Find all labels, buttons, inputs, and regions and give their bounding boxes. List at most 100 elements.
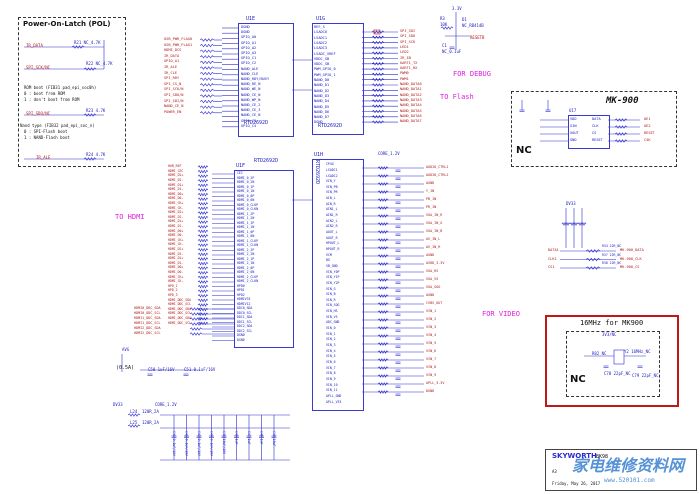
- u1e-pin: NAND_CE_3: [241, 108, 261, 113]
- pol-res-sym-3: [83, 157, 97, 161]
- u1f-series-resistor: [197, 321, 209, 326]
- u1g-ref: U1G: [316, 16, 326, 22]
- u1f-net: HDMI_CK-: [168, 242, 184, 247]
- osc-inner: [566, 331, 660, 397]
- u1g-series-resistor: [371, 88, 385, 93]
- u1h-pin: VIN_4: [326, 348, 336, 353]
- u1f-series-resistor: [197, 234, 209, 238]
- u1f-pin: HDMI_1_0N: [237, 234, 255, 239]
- u1h-pin: VIN_PR: [326, 190, 338, 195]
- u1g-pin: NAND_D0: [314, 78, 330, 82]
- u1g-series-resistor: [371, 51, 385, 55]
- u1f-series-resistor: [197, 247, 209, 252]
- u1f-net: HDMI_D1+: [168, 182, 184, 187]
- label-video: FOR VIDEO: [482, 310, 520, 318]
- u1g-pin: VDDC_SB: [314, 56, 330, 61]
- u1e-chip: [238, 23, 294, 137]
- u1h-series-resistor: [377, 366, 389, 370]
- u1e-pin: GPIO_A2: [241, 45, 257, 50]
- u1f-pin: HDMI_2_1N: [237, 261, 255, 266]
- u1e-pin: GPIO_C2: [241, 61, 257, 66]
- u1h-pin: VCM: [326, 252, 332, 257]
- u1f-series-resistor: [197, 293, 209, 298]
- ddc-resistor: [189, 312, 203, 316]
- u1f-pin: HDMI_0_CLKP: [237, 202, 259, 207]
- u1h-net: AV_IN_L: [426, 237, 441, 241]
- u1e-series-resistor: [199, 111, 215, 115]
- u1f-pin: HDMIV33: [237, 297, 251, 302]
- u1f-pin: DDC2_SDA: [237, 324, 253, 329]
- u1h-pin: VIN_11: [326, 388, 338, 393]
- u1g-series-resistor: [371, 62, 385, 66]
- u1f-pin: HDMI_2_2P: [237, 247, 255, 252]
- osc-title: 16MHz for MK900: [580, 319, 644, 327]
- u1h-pin: VIN_B: [326, 292, 336, 297]
- u1g-series-resistor: [371, 115, 385, 119]
- u1f-pin: HDMI_0_CLKN: [237, 207, 259, 212]
- u1f-net: HDMI_D1+: [168, 256, 184, 261]
- u1h-series-resistor: [377, 326, 389, 330]
- u1f-series-resistor: [197, 270, 209, 275]
- u1f-pin: HDMI_2_2N: [237, 252, 255, 257]
- mkconn-resistor: [585, 257, 601, 262]
- mk900-pin-left: GND: [570, 138, 577, 142]
- core-label: CORE_1.2V: [378, 151, 400, 156]
- u1h-net: VIN_6: [426, 349, 437, 353]
- pol-res-2: R23 4.7K: [86, 108, 106, 113]
- osc-box: [545, 315, 679, 407]
- u1h-pin: SB_GND: [326, 263, 338, 268]
- u1g-net: UART1_TX: [400, 60, 418, 65]
- reset-diode: D1: [462, 17, 467, 22]
- u1h-pin: VIN_6: [326, 359, 336, 364]
- mkconn-pullup-res: [569, 222, 579, 226]
- pol-net-2: SPI_SDO/NC: [26, 111, 51, 116]
- u1f-pin: HDMI_1_CLKN: [237, 243, 259, 248]
- u1e-series-resistor: [199, 83, 215, 87]
- u1e-pin: GPIO_A3: [241, 51, 257, 55]
- u1h-pin: BG: [326, 258, 330, 263]
- pol-res-sym-0: [71, 45, 85, 49]
- u1f-pin: HDMI_1_0P: [237, 229, 255, 234]
- u1g-net: SPI_SCK: [400, 39, 416, 44]
- u1f-net: HDMI_D2-: [168, 214, 184, 219]
- osc-nc: NC: [570, 374, 586, 385]
- core-cap-label: C46 1uF: [234, 431, 239, 445]
- u1f-pin: DDC1_SDA: [237, 315, 253, 320]
- u1h-series-resistor: [377, 262, 389, 266]
- u1e-series-resistor: [199, 105, 215, 109]
- core-avg: AVG: [122, 347, 130, 352]
- u1f-pin: DDC2_SCL: [237, 328, 253, 333]
- u1f-net: HDMI_CK+: [168, 274, 184, 279]
- u1h-series-resistor: [377, 334, 389, 338]
- mkconn-net: CS1: [548, 265, 555, 269]
- u1h-pin: VIN_1: [326, 331, 336, 336]
- u1g-series-resistor: [371, 56, 385, 61]
- u1h-net: AGND: [426, 181, 435, 185]
- u1h-series-resistor: [377, 206, 389, 210]
- core-c50: C50 1uF/16V: [148, 367, 175, 372]
- u1g-net: NAND_DATA2: [400, 92, 422, 97]
- u1f-series-resistor: [197, 229, 209, 234]
- u1g-series-resistor: [371, 83, 385, 87]
- u1h-pin: VIN_Y: [326, 179, 336, 184]
- u1g-net: NAND_DATA7: [400, 119, 422, 124]
- u1h-pin: VIN_10: [326, 382, 338, 387]
- mk900-chip: [568, 115, 610, 149]
- reset-rail: 3.3V: [452, 6, 462, 11]
- u1h-series-resistor: [377, 390, 389, 394]
- u1e-pin: NAND_CLE: [241, 71, 259, 76]
- u1g-series-resistor: [371, 104, 385, 108]
- u1h-pin: AIN2_R: [326, 224, 338, 229]
- u1g-pin: LSADC3: [314, 46, 327, 51]
- u1h-pin: ADC_GND: [326, 320, 340, 325]
- mk900-net: OE2: [644, 124, 651, 128]
- u1f-pin: HDMI_0_1P: [237, 184, 255, 189]
- core-l2v: 120R_2A: [142, 420, 159, 425]
- u1f-net: HDMI_D2+: [168, 210, 184, 215]
- u1f-net: HDMI_D1-: [168, 260, 184, 265]
- u1g-net: NAND_DATA5: [400, 108, 422, 113]
- u1f-net: HDMI_DDC_SCL: [168, 302, 192, 307]
- u1f-series-resistor: [197, 192, 209, 197]
